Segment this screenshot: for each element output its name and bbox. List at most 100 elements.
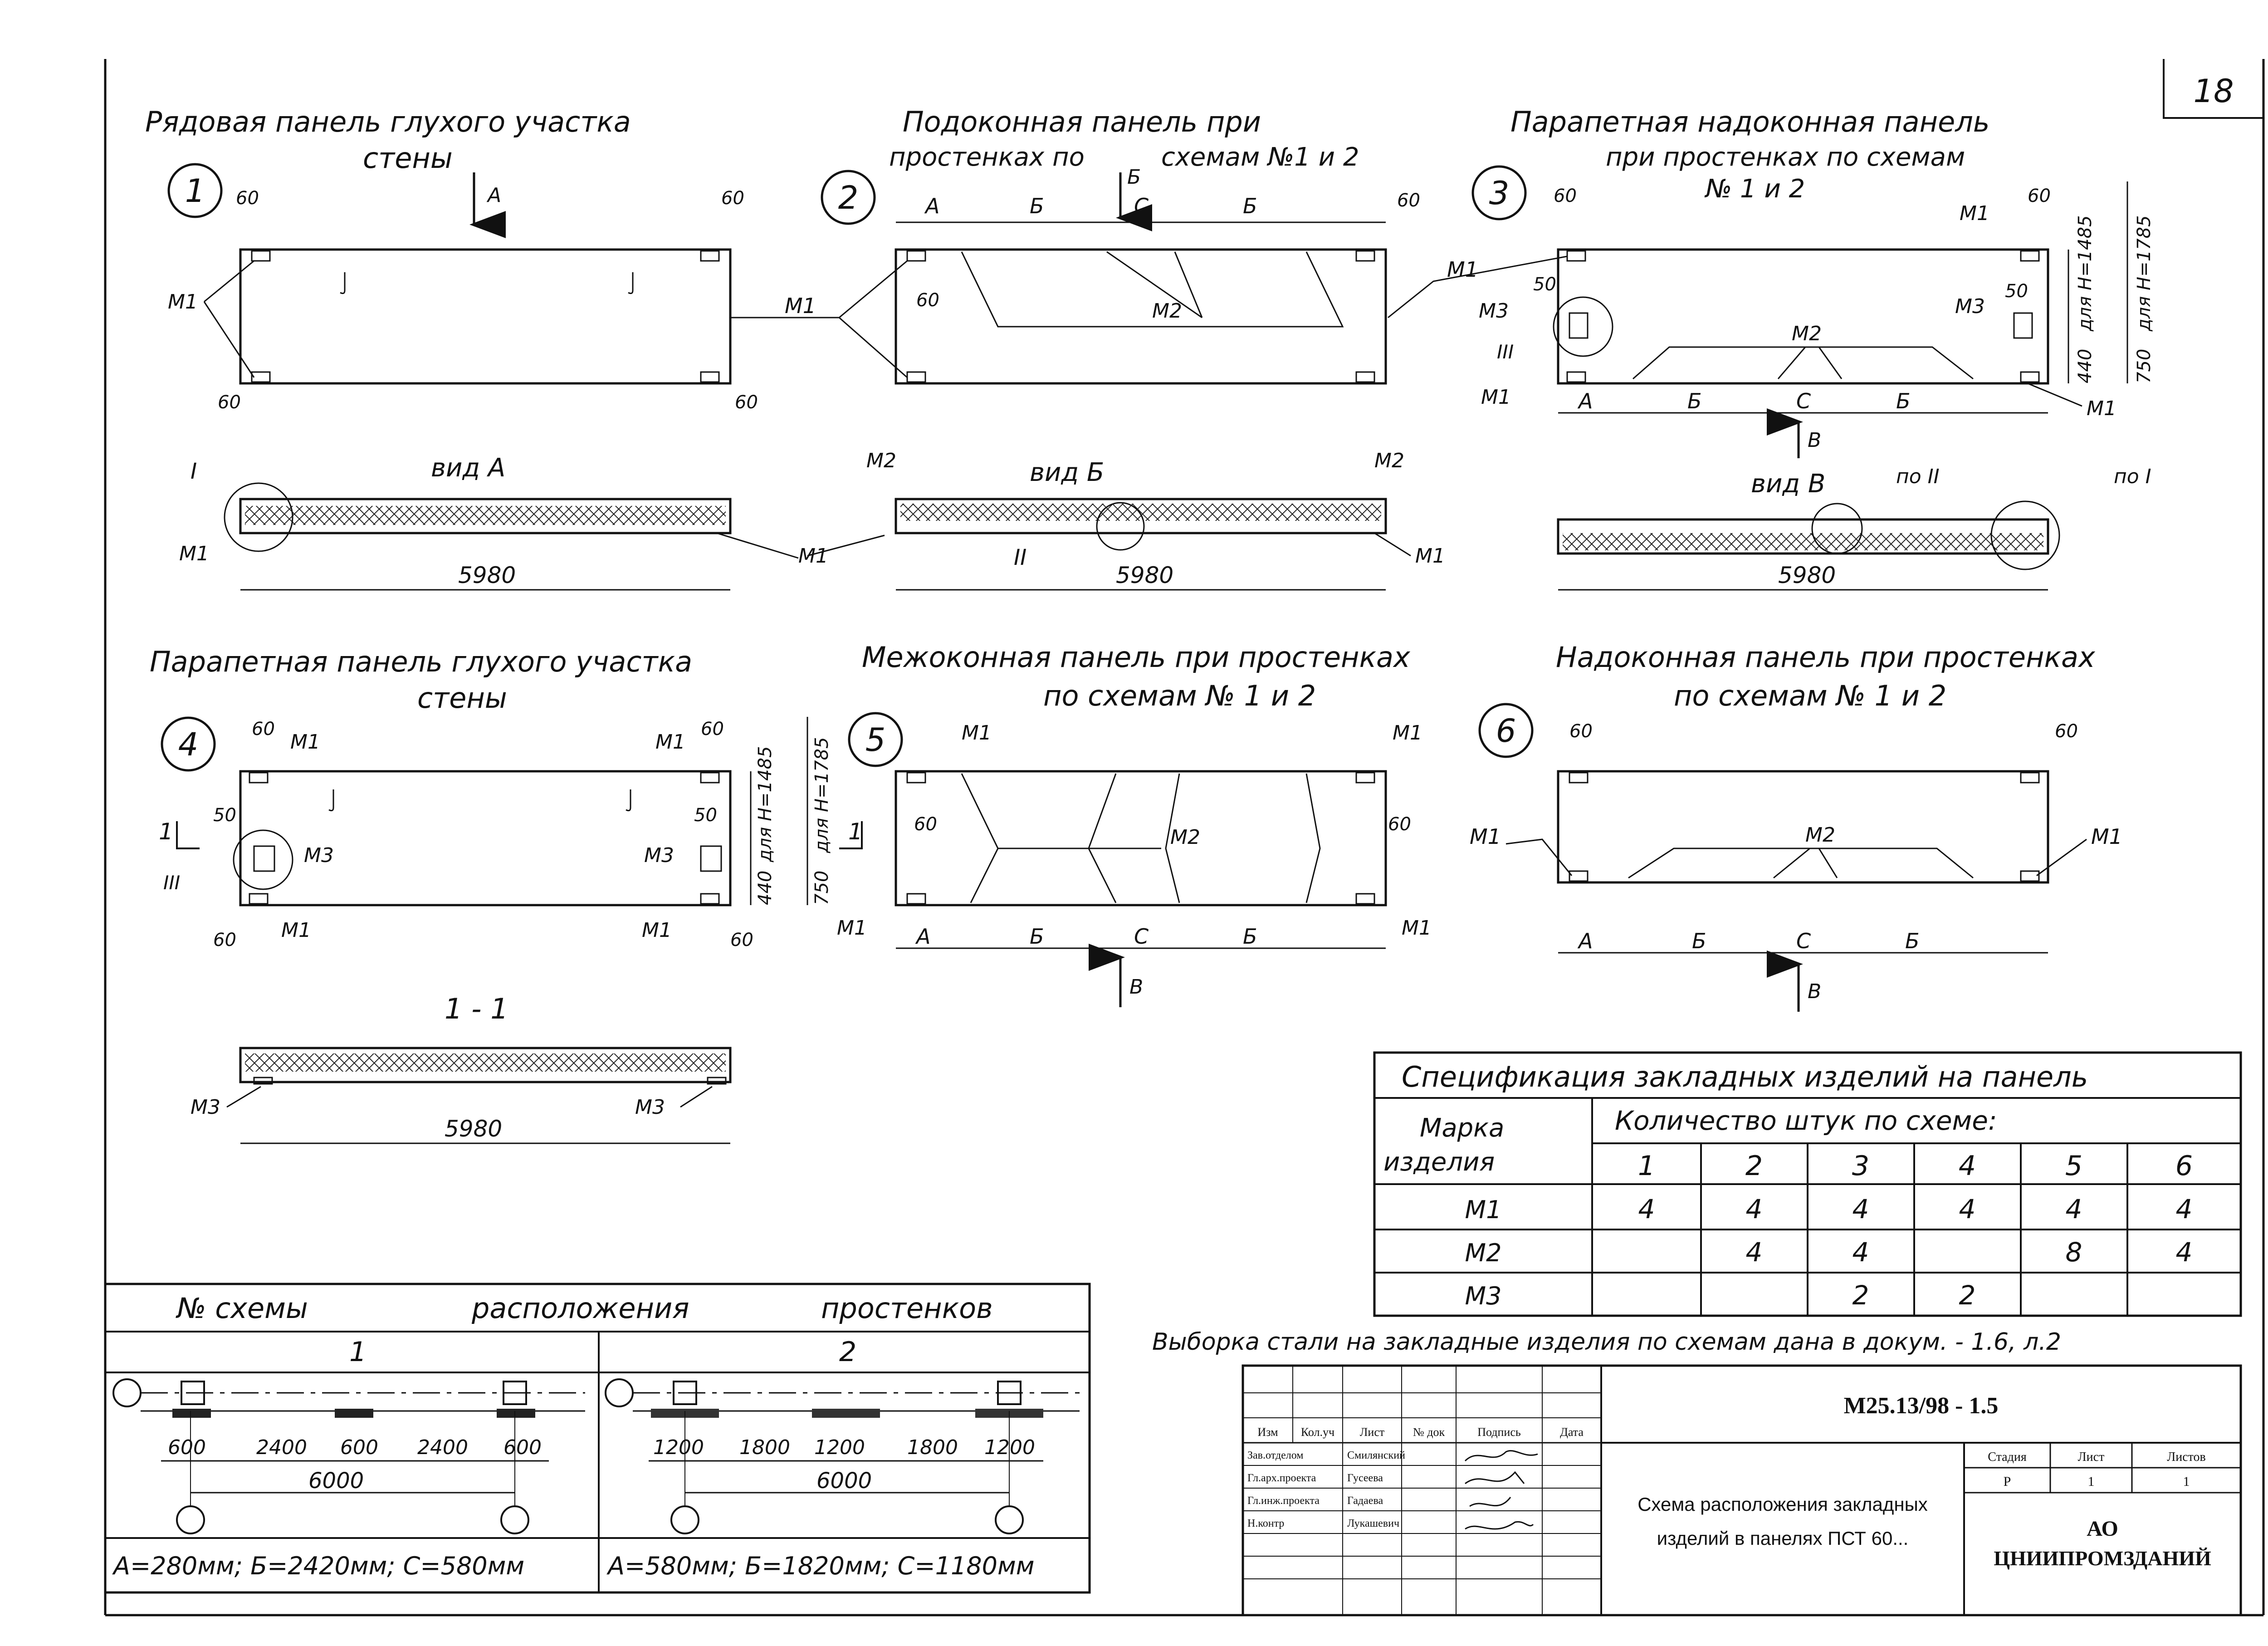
scheme-2-dim-1: 1200 [653, 1436, 704, 1459]
title-block-role: Гл.инж.проекта [1247, 1495, 1320, 1507]
scheme-1-dim-3: 600 [340, 1436, 378, 1459]
panel-4-elevation [239, 770, 732, 906]
panel-5-dim-60-r: 60 [1388, 814, 1411, 835]
title-block-header: Кол.уч [1301, 1426, 1334, 1439]
doc-desc-l1: Схема расположения закладных [1637, 1494, 1928, 1515]
panel-1-elevation [239, 248, 732, 385]
panel-1-dim-60-tl: 60 [236, 188, 259, 209]
panel-3-dim-50-l: 50 [1533, 274, 1556, 295]
scheme-1-number: 1 [349, 1336, 367, 1368]
panel-1-dim-60-br: 60 [735, 392, 758, 413]
panel-6-title-l1: Надоконная панель при простенках [1556, 641, 2096, 674]
title-block-header: Дата [1560, 1426, 1584, 1439]
panel-4-dim-60-br: 60 [730, 930, 753, 950]
panel-3-m3-r: М3 [1955, 295, 1985, 318]
panel-4-m3-r: М3 [644, 844, 674, 867]
panel-2-m2-label: М2 [1152, 299, 1182, 323]
panel-3-dim-60-l: 60 [1554, 186, 1577, 206]
stage-value: Р [2004, 1474, 2011, 1489]
panel-6-number-circle [1478, 703, 1534, 758]
spec-scheme-6: 6 [2175, 1150, 2193, 1182]
panel-3-h2: 750 [2134, 349, 2155, 383]
panel-4-number-circle [161, 716, 216, 772]
spec-cell: 4 [2176, 1194, 2193, 1225]
panel-5-arrow-label: В [1129, 975, 1143, 999]
panel-3-view-title: вид В [1751, 469, 1825, 499]
schemes-table: № схемы расположения простенков 1 2 600 … [104, 1283, 1091, 1594]
panel-2-title-l1: Подоконная панель при [903, 105, 1261, 138]
steel-note: Выборка стали на закладные изделия по сх… [1152, 1328, 2061, 1356]
sheet-header: Лист [2078, 1450, 2105, 1464]
panel-3-label-b1: Б [1687, 389, 1702, 413]
panel-4-callout-III-label: III [163, 872, 180, 894]
panel-3-ref-II: по II [1896, 465, 1940, 488]
panel-5-label-b1: Б [1030, 924, 1044, 949]
panel-6-arrow-label: В [1808, 980, 1821, 1003]
sheets-value: 1 [2183, 1474, 2190, 1489]
title-block-header: Лист [1360, 1426, 1384, 1439]
scheme-2-formula: А=580мм; Б=1820мм; С=1180мм [606, 1552, 1035, 1580]
panel-4-h1-label: для Н=1485 [755, 746, 776, 862]
spec-row-mark: М2 [1465, 1239, 1502, 1267]
page-number: 18 [2193, 73, 2234, 110]
spec-table-title: Спецификация закладных изделий на панель [1402, 1060, 2088, 1093]
panel-6-label-b2: Б [1905, 929, 1920, 953]
panel-4-dim-60-tl: 60 [252, 719, 275, 740]
panel-1-total: 5980 [458, 562, 516, 588]
scheme-1-formula: А=280мм; Б=2420мм; С=580мм [112, 1552, 524, 1580]
scheme-2-dim-4: 1800 [907, 1436, 958, 1459]
panel-1-dim-60-tr: 60 [721, 188, 744, 209]
spec-cell: 4 [2176, 1237, 2193, 1268]
panel-2-callout-II-label: II [1014, 545, 1026, 570]
panel-3-h1: 440 [2075, 349, 2096, 383]
spec-cell: 4 [2066, 1194, 2082, 1225]
panel-2-section-marker: Б [1127, 166, 1141, 189]
title-block-header: Изм [1257, 1426, 1278, 1439]
panel-2-label-b1: Б [1030, 194, 1044, 218]
panel-2-dim-60: 60 [1397, 190, 1420, 211]
schemes-header-mid: расположения [471, 1292, 689, 1325]
panel-2-m1-label: М1 [785, 294, 816, 318]
section-1-1-m3-r: М3 [635, 1096, 665, 1119]
panel-3: Парапетная надоконная панель при простен… [1388, 105, 2155, 591]
panel-2-label-c: С [1134, 194, 1149, 218]
title-block-role: Зав.отделом [1247, 1450, 1303, 1461]
spec-col-qty: Количество штук по схеме: [1615, 1105, 1997, 1136]
panel-1-callout-I [224, 482, 293, 552]
title-block-name: Смилянский [1347, 1450, 1405, 1461]
spec-cell: 2 [1959, 1280, 1976, 1311]
panel-4-number: 4 [178, 726, 199, 763]
panel-1-title-l1: Рядовая панель глухого участка [145, 105, 631, 138]
panel-5-number: 5 [865, 721, 886, 759]
scheme-1-drawing: 600 2400 600 2400 600 6000 [112, 1378, 585, 1534]
panel-4-callout-III [233, 829, 293, 890]
panel-2-title-l3: схемам №1 и 2 [1161, 142, 1359, 172]
section-1-1-m3-l: М3 [191, 1096, 220, 1119]
panel-3-callout-II [1811, 503, 1863, 554]
scheme-1-dim-2: 2400 [256, 1436, 307, 1459]
panel-6-label-a: А [1577, 929, 1593, 953]
panel-4-m1-tl: М1 [290, 730, 320, 754]
panel-1-dim-60-bl: 60 [218, 392, 241, 413]
panel-6-elevation [1557, 770, 2049, 884]
panel-3-elevation [1557, 248, 2049, 385]
document-code: М25.13/98 - 1.5 [1844, 1393, 1999, 1419]
panel-2-callout-II [1096, 502, 1145, 551]
panel-4-m1-tr: М1 [655, 730, 685, 754]
panel-2: Подоконная панель при простенках по схем… [730, 105, 1445, 591]
panel-6-label-b1: Б [1692, 929, 1706, 953]
panel-5-section-mark: 1 [848, 818, 863, 845]
spec-row-mark: М1 [1465, 1195, 1502, 1224]
panel-2-m2-left: М2 [866, 449, 896, 472]
panel-3-arrow-label: В [1808, 429, 1821, 452]
spec-cell: 2 [1853, 1280, 1869, 1311]
panel-4-h1: 440 [755, 871, 776, 905]
panel-6-m1-r: М1 [2091, 824, 2122, 849]
scheme-1-dim-4: 2400 [417, 1436, 468, 1459]
panel-2-number-circle [821, 170, 876, 225]
panel-2-m2-right: М2 [1374, 449, 1404, 472]
panel-5-m2: М2 [1170, 826, 1200, 849]
panel-6-title-l2: по схемам № 1 и 2 [1674, 679, 1946, 712]
